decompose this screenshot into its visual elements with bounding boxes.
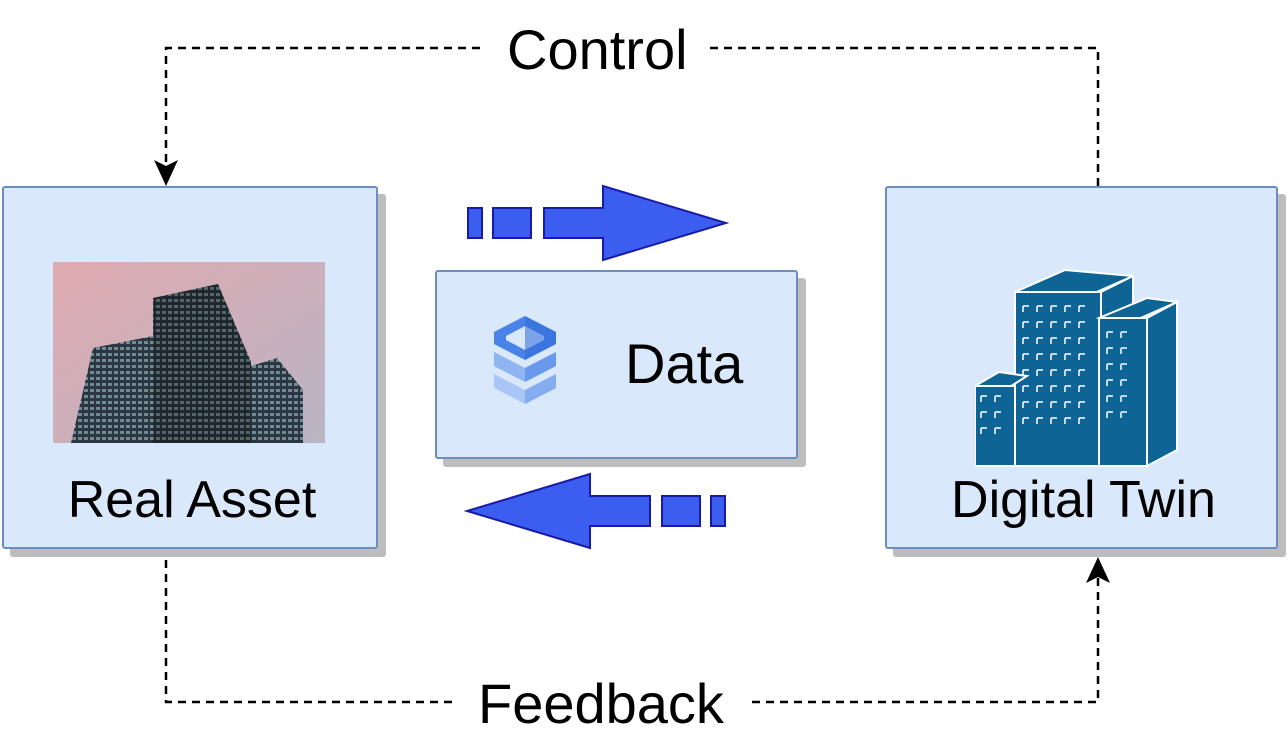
data-label: Data xyxy=(625,332,744,395)
digital-twin-node[interactable]: Digital Twin xyxy=(885,186,1278,549)
real-asset-label: Real Asset xyxy=(67,471,317,529)
stacked-layers-icon xyxy=(494,316,556,404)
digital-twin-label: Digital Twin xyxy=(951,471,1216,529)
control-arrowhead xyxy=(154,160,178,186)
office-buildings-icon xyxy=(975,268,1181,468)
data-flow-left-arrow xyxy=(463,472,726,550)
control-label: Control xyxy=(485,22,710,78)
feedback-label: Feedback xyxy=(456,676,746,732)
real-asset-node[interactable]: Real Asset xyxy=(2,186,378,549)
data-flow-right-arrow xyxy=(467,184,730,262)
skyscraper-photo xyxy=(53,262,325,443)
feedback-arrowhead xyxy=(1086,557,1110,583)
data-node[interactable]: Data xyxy=(435,270,798,459)
